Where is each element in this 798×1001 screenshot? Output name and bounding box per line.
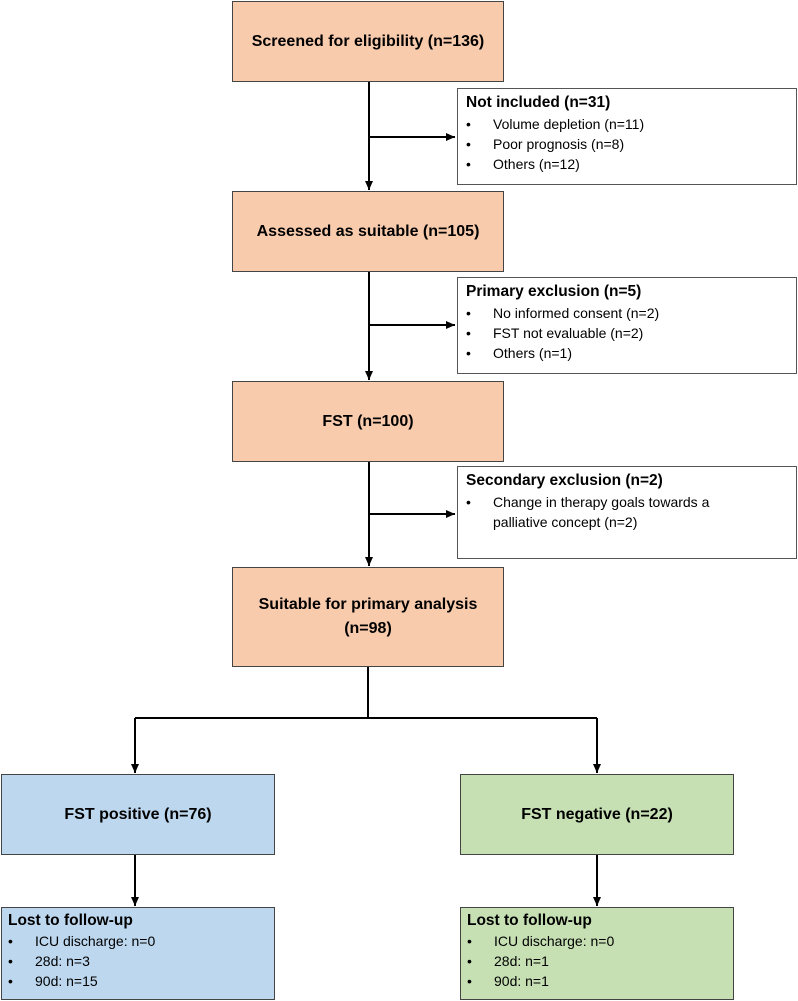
- not-included-list: Volume depletion (n=11) Poor prognosis (…: [466, 114, 788, 174]
- fst-positive-label: FST positive (n=76): [64, 805, 212, 823]
- positive-lost-list: ICU discharge: n=0 28d: n=3 90d: n=15: [8, 931, 268, 991]
- list-item: Volume depletion (n=11): [466, 114, 788, 134]
- primary-exclusion-list: No informed consent (n=2) FST not evalua…: [466, 303, 788, 363]
- screened-label: Screened for eligibility (n=136): [251, 32, 485, 50]
- negative-lost-title: Lost to follow-up: [467, 912, 592, 929]
- not-included-box: Not included (n=31) Volume depletion (n=…: [457, 88, 797, 185]
- list-item: ICU discharge: n=0: [8, 931, 268, 951]
- assessed-box: Assessed as suitable (n=105): [232, 191, 504, 272]
- secondary-exclusion-list: Change in therapy goals towards a pallia…: [466, 492, 788, 532]
- list-item: 28d: n=1: [467, 951, 727, 971]
- secondary-exclusion-title: Secondary exclusion (n=2): [466, 472, 663, 489]
- list-item: 90d: n=15: [8, 971, 268, 991]
- list-item: Others (n=12): [466, 154, 788, 174]
- secondary-exclusion-box: Secondary exclusion (n=2) Change in ther…: [457, 466, 797, 559]
- list-item: ICU discharge: n=0: [467, 931, 727, 951]
- positive-lost-box: Lost to follow-up ICU discharge: n=0 28d…: [1, 907, 275, 1000]
- fst-box: FST (n=100): [232, 381, 504, 462]
- screened-box: Screened for eligibility (n=136): [232, 1, 504, 82]
- list-item: 90d: n=1: [467, 971, 727, 991]
- list-item: FST not evaluable (n=2): [466, 323, 788, 343]
- suitable-label-line2: (n=98): [344, 620, 392, 637]
- primary-exclusion-box: Primary exclusion (n=5) No informed cons…: [457, 277, 797, 374]
- list-item: Others (n=1): [466, 343, 788, 363]
- fst-negative-box: FST negative (n=22): [460, 774, 734, 855]
- list-item: 28d: n=3: [8, 951, 268, 971]
- list-item: Poor prognosis (n=8): [466, 134, 788, 154]
- suitable-label-line1: Suitable for primary analysis: [258, 596, 478, 613]
- fst-negative-label: FST negative (n=22): [521, 805, 673, 823]
- positive-lost-title: Lost to follow-up: [8, 912, 133, 929]
- list-item: No informed consent (n=2): [466, 303, 788, 323]
- primary-exclusion-title: Primary exclusion (n=5): [466, 283, 642, 300]
- not-included-title: Not included (n=31): [466, 94, 611, 111]
- suitable-box: Suitable for primary analysis (n=98): [232, 567, 504, 667]
- negative-lost-box: Lost to follow-up ICU discharge: n=0 28d…: [460, 907, 734, 1000]
- fst-label: FST (n=100): [322, 412, 414, 430]
- assessed-label: Assessed as suitable (n=105): [256, 222, 480, 240]
- negative-lost-list: ICU discharge: n=0 28d: n=1 90d: n=1: [467, 931, 727, 991]
- fst-positive-box: FST positive (n=76): [1, 774, 275, 855]
- list-item: Change in therapy goals towards a pallia…: [466, 492, 788, 532]
